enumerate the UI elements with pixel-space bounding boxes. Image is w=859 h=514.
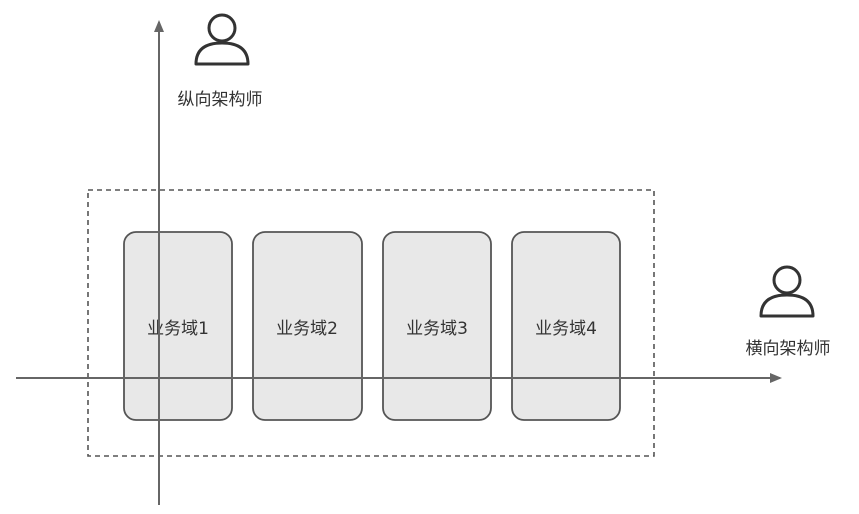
horizontal-architect-label: 横向架构师 (746, 339, 831, 359)
domain-box-1: 业务域1 (123, 231, 233, 421)
vertical-architect-label: 纵向架构师 (178, 90, 263, 110)
horizontal-architect-person-icon (759, 265, 815, 318)
domain-label-4: 业务域4 (535, 319, 597, 339)
domain-label-1: 业务域1 (147, 319, 209, 339)
domain-label-3: 业务域3 (406, 319, 468, 339)
vertical-architect-person-icon (194, 13, 250, 66)
domain-box-2: 业务域2 (252, 231, 363, 421)
domain-label-2: 业务域2 (276, 319, 338, 339)
domain-box-4: 业务域4 (511, 231, 621, 421)
domain-group-boundary (87, 189, 655, 457)
domain-box-3: 业务域3 (382, 231, 492, 421)
